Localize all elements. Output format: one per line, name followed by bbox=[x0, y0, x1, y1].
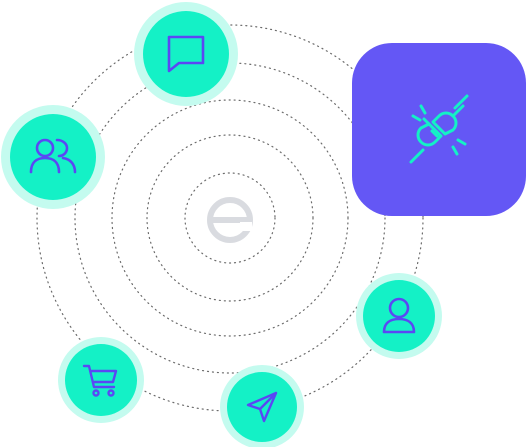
orbit-ring-5 bbox=[36, 24, 424, 412]
center-logo bbox=[204, 194, 256, 246]
users-group-node[interactable] bbox=[1, 105, 105, 209]
chat-bubble-icon bbox=[167, 35, 205, 73]
user-icon bbox=[382, 297, 416, 334]
chat-node[interactable] bbox=[134, 2, 238, 106]
shopping-cart-icon bbox=[82, 364, 118, 397]
send-arrow-icon bbox=[246, 391, 278, 423]
orbit-ring-3 bbox=[111, 99, 349, 337]
integration-feature-card[interactable] bbox=[352, 43, 526, 216]
user-node[interactable] bbox=[356, 273, 442, 359]
shopping-cart-node[interactable] bbox=[58, 337, 144, 423]
e-logo-icon bbox=[207, 197, 253, 243]
send-node[interactable] bbox=[220, 365, 304, 447]
orbit-ring-2 bbox=[146, 134, 314, 302]
orbit-ring-1 bbox=[184, 172, 276, 264]
users-group-icon bbox=[29, 138, 77, 174]
plug-connect-icon bbox=[409, 94, 469, 163]
